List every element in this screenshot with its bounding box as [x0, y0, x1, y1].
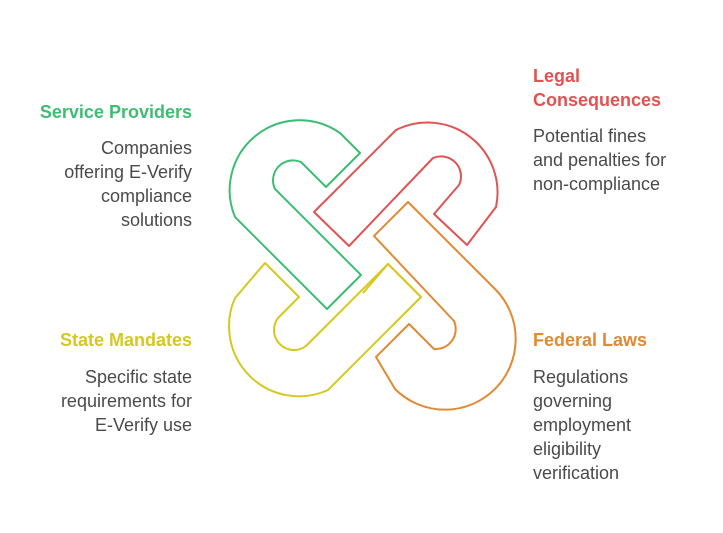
legal-consequences-desc-line: non-compliance	[533, 174, 661, 194]
state-mandates-desc-line: E-Verify use	[94, 415, 192, 435]
knot-segment-service-providers	[228, 119, 362, 310]
legal-consequences-description: Potential fines and penalties for non-co…	[533, 124, 666, 196]
service-providers-desc-line: Companies	[100, 138, 192, 158]
federal-laws-title: Federal Laws	[533, 330, 648, 350]
federal-laws-description: Regulations governing employment eligibi…	[533, 365, 631, 485]
legal-consequences-desc-line: and penalties for	[533, 150, 667, 170]
legal-consequences-title-line: Legal	[533, 66, 581, 86]
federal-laws-desc-line: eligibility	[533, 439, 602, 459]
service-providers-desc-line: compliance	[100, 186, 192, 206]
knot-segment-federal-laws	[373, 201, 517, 411]
knot-segment-legal-consequences	[313, 121, 499, 247]
service-providers-desc-line: offering E-Verify	[64, 162, 192, 182]
service-providers-desc-line: solutions	[120, 210, 192, 230]
state-mandates-desc-line: requirements for	[60, 391, 192, 411]
legal-consequences-title-line: Consequences	[533, 90, 662, 110]
federal-laws-desc-line: verification	[533, 463, 620, 483]
service-providers-title: Service Providers	[39, 102, 192, 122]
federal-laws-desc-line: governing	[533, 391, 613, 411]
state-mandates-desc-line: Specific state	[84, 367, 192, 387]
federal-laws-desc-line: employment	[533, 415, 632, 435]
federal-laws-desc-line: Regulations	[533, 367, 629, 387]
legal-consequences-title: Legal Consequences	[533, 64, 661, 112]
state-mandates-title: State Mandates	[59, 330, 192, 350]
service-providers-description: Companies offering E-Verify compliance s…	[64, 136, 192, 232]
legal-consequences-desc-line: Potential fines	[533, 126, 647, 146]
state-mandates-description: Specific state requirements for E-Verify…	[61, 365, 192, 437]
